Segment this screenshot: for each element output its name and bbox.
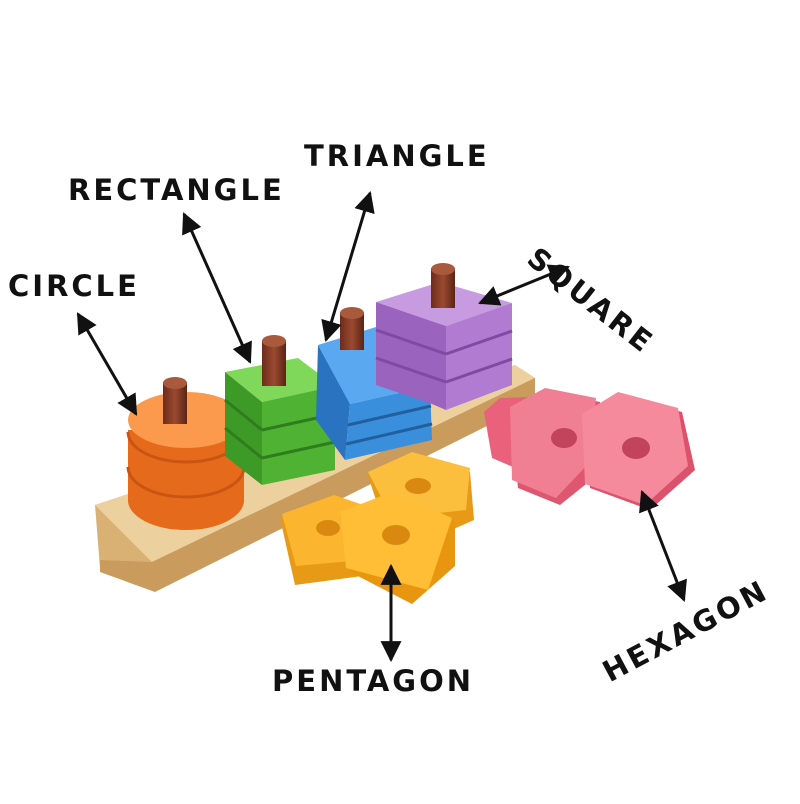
circle-stack — [126, 377, 246, 530]
hexagon-pieces — [484, 388, 695, 510]
arrow-circle — [76, 312, 138, 416]
arrow-triangle — [321, 190, 375, 343]
arrow-square — [478, 264, 570, 306]
label-triangle: TRIANGLE — [304, 139, 490, 173]
arrow-hexagon — [639, 490, 687, 602]
square-stack — [375, 263, 513, 410]
label-arrows — [76, 190, 687, 663]
label-rectangle: RECTANGLE — [68, 173, 285, 207]
pentagon-pieces — [280, 452, 474, 604]
label-pentagon: PENTAGON — [272, 664, 475, 698]
arrow-rectangle — [182, 212, 252, 364]
label-circle: CIRCLE — [8, 269, 140, 303]
